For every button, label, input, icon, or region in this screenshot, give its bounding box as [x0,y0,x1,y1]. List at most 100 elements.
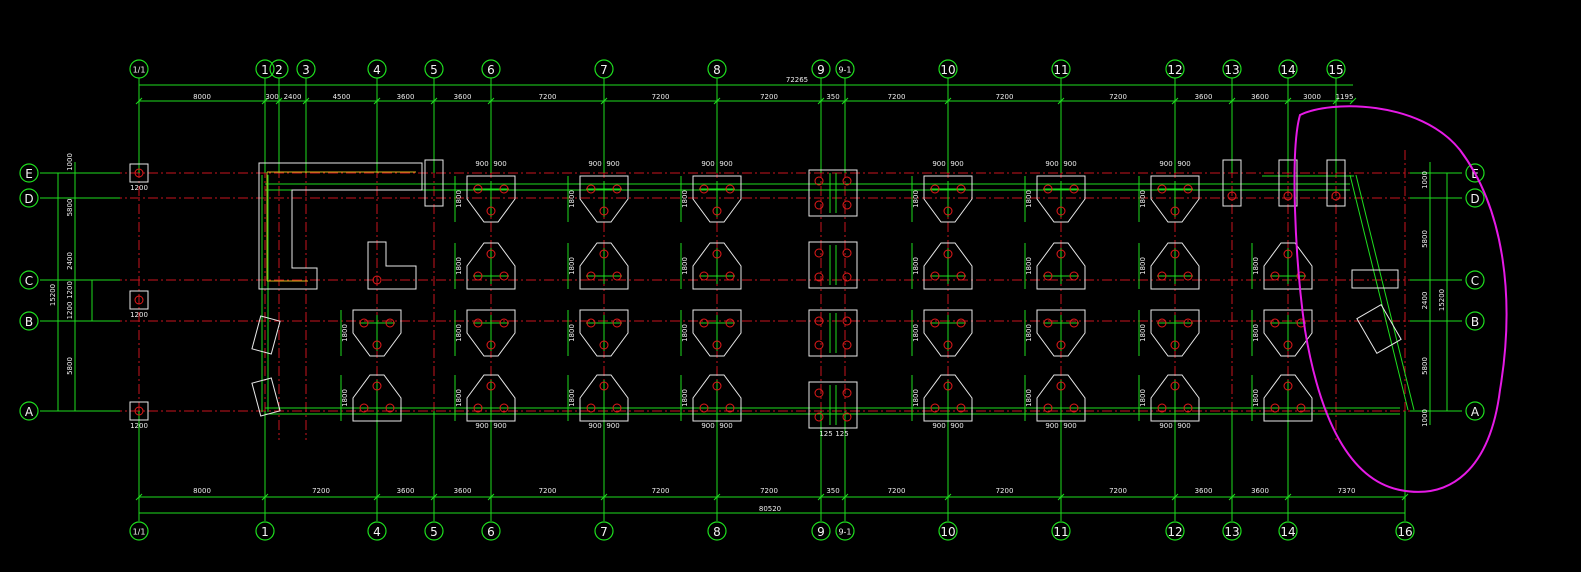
pile-circle [599,381,609,391]
axis-bubble-label: 6 [487,63,495,77]
pile-cap [680,175,742,223]
axis-bubble-6: 6 [481,521,501,541]
footing-width-text: 900 [1177,160,1190,168]
axis-bubble-C: C [19,270,39,290]
axis-bubble-6: 6 [481,59,501,79]
pile-cap-height-text: 1800 [1139,324,1147,342]
axis-bubble-8: 8 [707,59,727,79]
axis-bubble-circle [811,521,831,541]
top-dim-text: 350 [826,93,839,101]
axis-bubble-label: C [25,274,33,288]
axis-bubble-circle [1165,59,1185,79]
pile-circle [473,403,483,413]
pile-circle [599,206,609,216]
pile-circle [712,340,722,350]
right-dim-text: 2400 [1421,292,1429,310]
pile-cap-outline [923,175,973,223]
axis-bubble-label: 1/1 [133,66,146,75]
dim-tick [1284,493,1292,501]
axis-bubble-circle [1051,521,1071,541]
pile-circle [1170,249,1180,259]
pile-circle [725,318,735,328]
pile-cap-height-text: 1800 [912,190,920,208]
l-shaped-foundation [258,162,423,290]
pile-cap-outline [692,374,742,422]
pile-cap-outline [692,309,742,357]
pile-circle [1157,184,1167,194]
pile-circle [359,318,369,328]
footing-width-text: 900 [1177,422,1190,430]
pile-cap [911,175,973,223]
axis-bubble-5: 5 [424,521,444,541]
dim-tick [817,493,825,501]
axis-bubble-label: 6 [487,525,495,539]
pile-cap-height-text: 1800 [1139,257,1147,275]
axis-bubble-14: 14 [1278,521,1298,541]
pile-cap [911,374,973,422]
dim-tick [1171,97,1179,105]
top-dim-text: 3600 [1251,93,1269,101]
pile-cap [1138,309,1200,357]
footing-width-text: 900 [950,422,963,430]
footing-width-text: 900 [1159,422,1172,430]
axis-bubble-circle [19,311,39,331]
pile-circle [1283,191,1293,201]
pile-cap [1251,309,1313,357]
pile-circle [842,272,852,282]
axis-bubble-12: 12 [1165,59,1185,79]
pile-circle [1183,318,1193,328]
pile-cap-height-text: 1800 [681,257,689,275]
footing-width-text: 900 [1045,160,1058,168]
left-dim-text: 2400 [66,252,74,270]
pile-circle [956,318,966,328]
axis-bubble-3: 3 [296,59,316,79]
axis-bubble-label: 14 [1280,525,1295,539]
pile-cap-height-text: 1800 [681,324,689,342]
pile-circle [1043,271,1053,281]
axis-bubble-circle [296,59,316,79]
axis-bubble-label: 10 [940,63,955,77]
axis-bubble-circle [707,521,727,541]
pile-cap-height-text: 1800 [568,190,576,208]
bottom-dim-text: 3600 [1251,487,1269,495]
axis-bubble-label: 8 [713,63,721,77]
pile-cap [911,242,973,290]
axis-bubble-A: A [1465,401,1485,421]
dim-tick [430,493,438,501]
pile-cap-outline [1036,374,1086,422]
left-dim-text: 1200 [66,281,74,299]
pile-circle [1056,340,1066,350]
axis-bubble-13: 13 [1222,59,1242,79]
footing-width-text: 900 [493,160,506,168]
axis-bubble-circle [19,270,39,290]
dim-tick [135,97,143,105]
l-shaped-wall-center [266,171,416,282]
pile-cap-outline [923,309,973,357]
double-column-pad [808,241,858,289]
pile-cap-height-text: 1800 [681,389,689,407]
axis-bubble-E: E [19,163,39,183]
footing-width-text: 900 [932,422,945,430]
pile-circle [599,340,609,350]
axis-bubble-label: 13 [1224,63,1239,77]
axis-bubble-9: 9 [811,59,831,79]
axis-bubble-label: C [1471,274,1479,288]
pad-15-b [1356,303,1402,355]
pile-circle [586,403,596,413]
pile-cap-outline [1150,309,1200,357]
pile-cap-outline [1263,242,1313,290]
axis-bubble-9-1: 9-1 [835,59,855,79]
axis-bubble-label: 3 [302,63,310,77]
pile-circle [814,412,824,422]
axis-bubble-label: E [25,167,33,181]
pile-circle [943,249,953,259]
axis-bubble-label: 9-1 [838,66,851,75]
pile-cap-height-text: 1800 [568,257,576,275]
axis-bubble-label: 1 [261,63,269,77]
axis-bubble-circle [129,59,149,79]
pad-right-d [1222,159,1242,207]
axis-bubble-D: D [1465,188,1485,208]
dim-tick [430,97,438,105]
pile-cap-outline [466,374,516,422]
